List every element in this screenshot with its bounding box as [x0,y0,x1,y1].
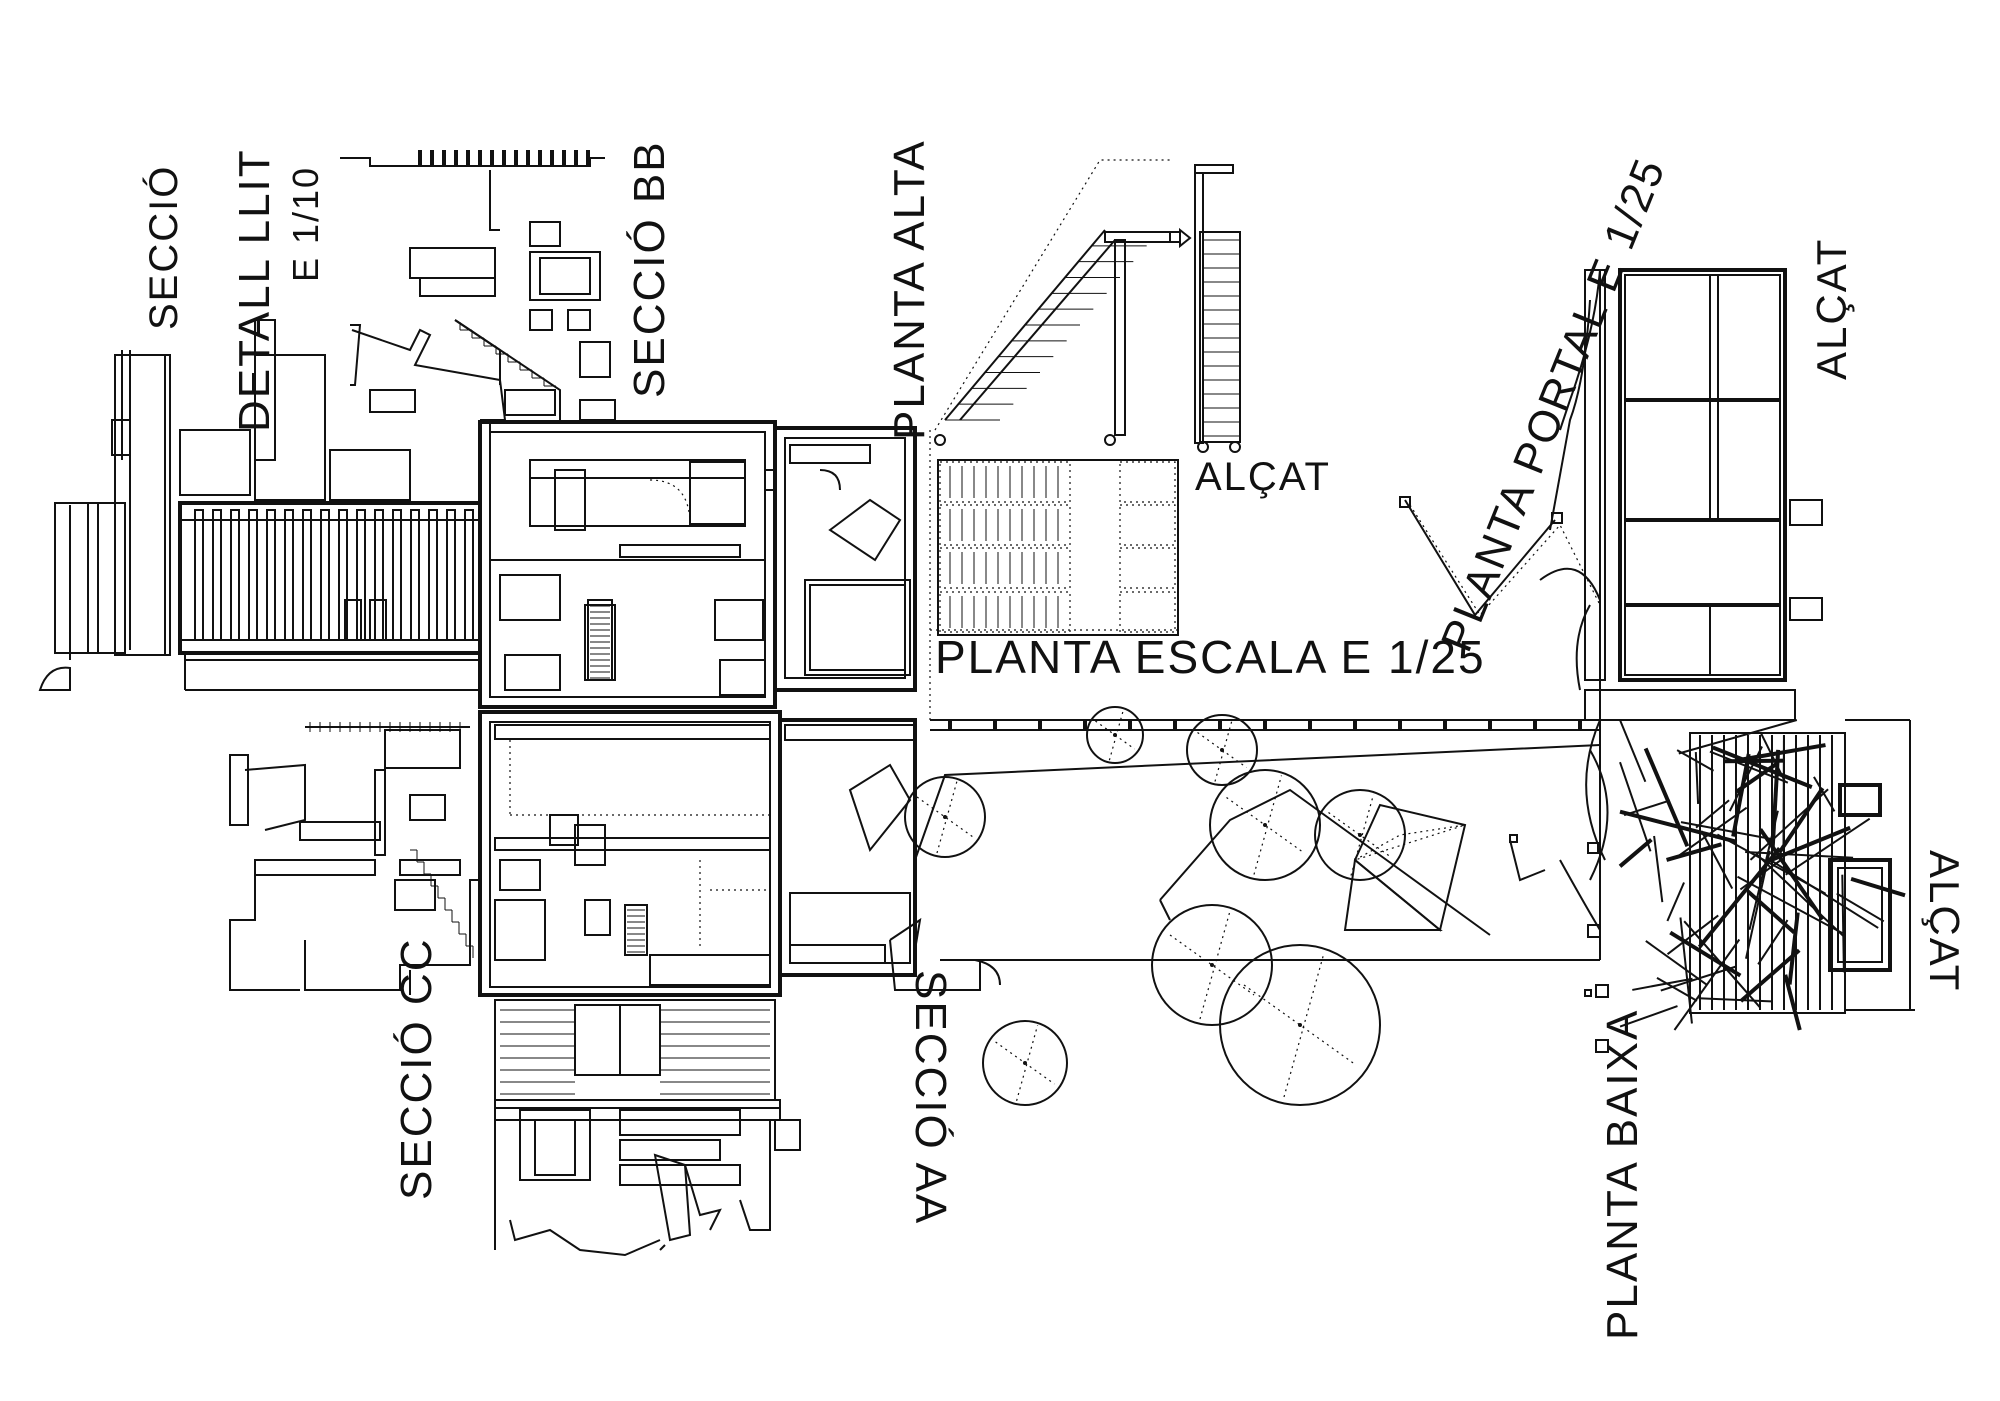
label-alcat-right: ALÇAT [1808,238,1856,380]
label-detall-llit: DETALL LLIT [230,148,280,432]
label-alcat-top: ALÇAT [1195,455,1331,500]
label-escala-detall: E 1/10 [285,166,327,282]
stair-plan-and-elevation [930,160,1240,635]
label-planta-alta: PLANTA ALTA [885,139,935,440]
label-planta-baixa: PLANTA BAIXA [1598,1009,1648,1340]
section-cc [230,722,480,995]
label-alcat-bottom: ALÇAT [1920,850,1968,992]
section-aa [495,1000,800,1255]
label-planta-escala: PLANTA ESCALA E 1/25 [935,630,1486,684]
label-seccio-cc: SECCIÓ CC [392,938,442,1200]
upper-floor-plan [480,422,930,720]
label-seccio-aa: SECCIÓ AA [905,970,955,1225]
label-seccio-top-left: SECCIÓ [142,165,187,330]
trees [905,707,1465,1105]
label-seccio-bb: SECCIÓ BB [625,140,675,398]
elevation-with-branches [1620,720,1915,1030]
